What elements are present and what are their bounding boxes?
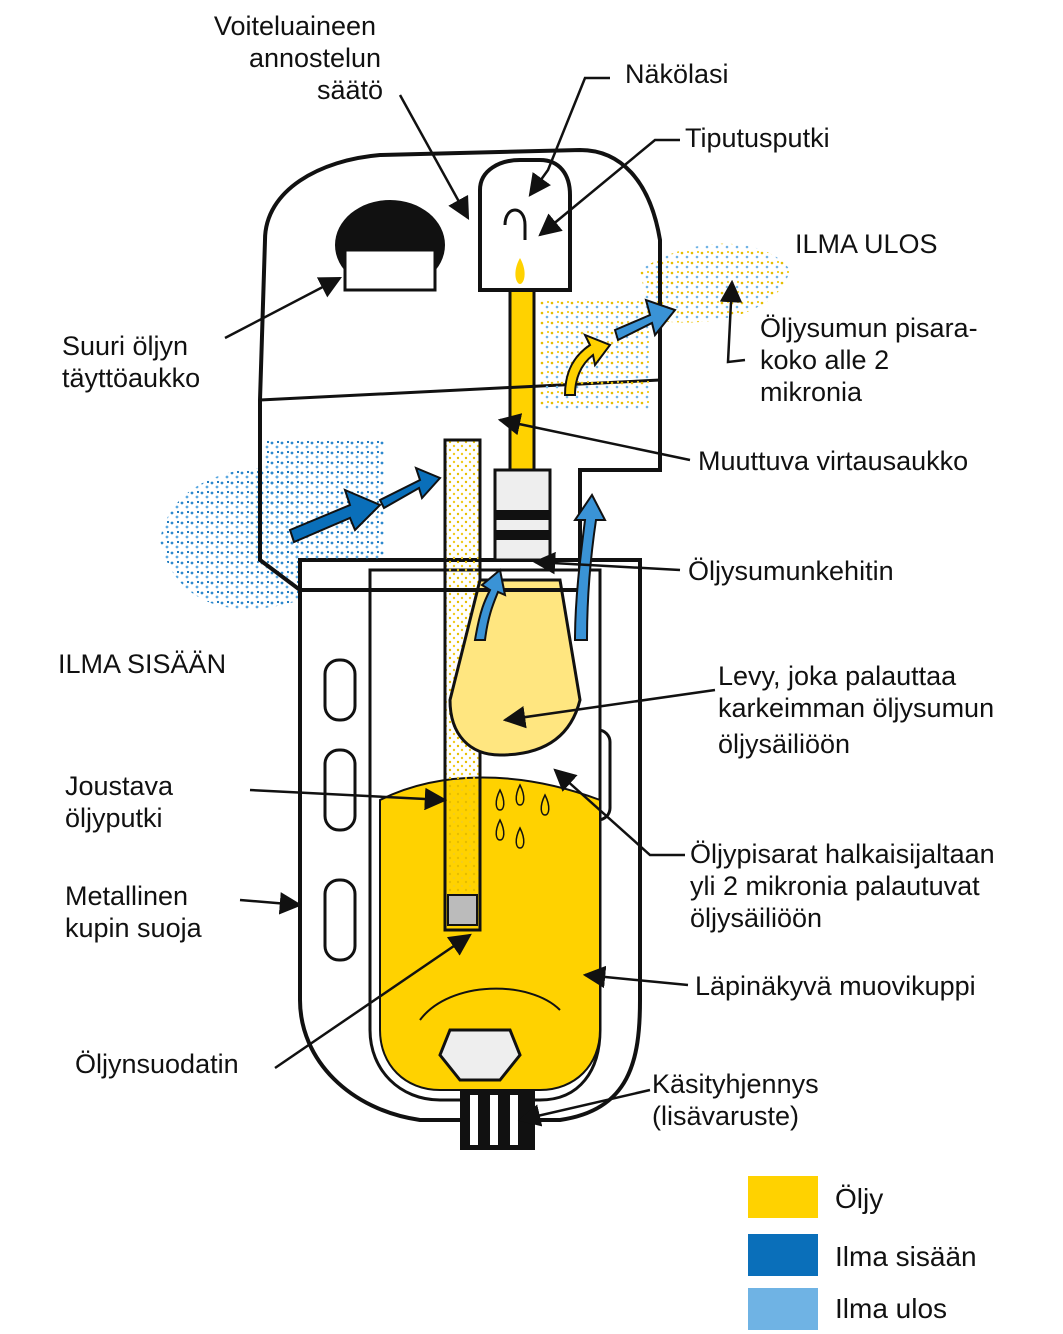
label-plastic-bowl: Läpinäkyvä muovikuppi (695, 971, 976, 1001)
label-air-out: ILMA ULOS (795, 229, 938, 259)
legend-swatch-air-out (748, 1288, 818, 1330)
label-variable-orifice: Muuttuva virtausaukko (698, 446, 969, 476)
label-baffle: Levy, joka palauttaa karkeimman öljysumu… (718, 661, 995, 759)
air-out-mist (640, 243, 790, 323)
label-oil-droplets: Öljypisarat halkaisijaltaan yli 2 mikron… (690, 839, 995, 933)
label-mist-generator: Öljysumunkehitin (688, 556, 894, 586)
leader-lines (224, 76, 746, 1127)
fill-cap (335, 200, 445, 292)
legend-label-oil: Öljy (835, 1183, 884, 1214)
oil-filter-element (447, 894, 478, 926)
mist-generator (493, 468, 552, 562)
legend-swatch-air-in (748, 1234, 818, 1276)
legend-swatch-oil (748, 1176, 818, 1218)
label-mist-droplet-size: Öljysumun pisara- koko alle 2 mikronia (760, 313, 978, 407)
label-manual-drain: Käsityhjennys (lisävaruste) (652, 1069, 819, 1131)
legend-label-air-out: Ilma ulos (835, 1293, 948, 1324)
drain-knob (438, 1028, 535, 1150)
label-sight-glass: Näkölasi (625, 59, 729, 89)
air-flow-arrows (288, 298, 677, 641)
label-dosing-adjustment: Voiteluaineen annostelun säätö (213, 11, 384, 105)
label-air-in: ILMA SISÄÄN (58, 649, 227, 679)
label-oil-filter: Öljynsuodatin (75, 1049, 239, 1079)
legend-label-air-in: Ilma sisään (835, 1241, 977, 1272)
label-oil-tube: Joustava öljyputki (65, 771, 174, 833)
oil-drops (495, 783, 550, 849)
label-fill-port: Suuri öljyn täyttöaukko (62, 331, 201, 393)
sight-glass (478, 158, 572, 292)
label-drip-tube: Tiputusputki (685, 123, 830, 153)
label-bowl-guard: Metallinen kupin suoja (65, 881, 202, 943)
